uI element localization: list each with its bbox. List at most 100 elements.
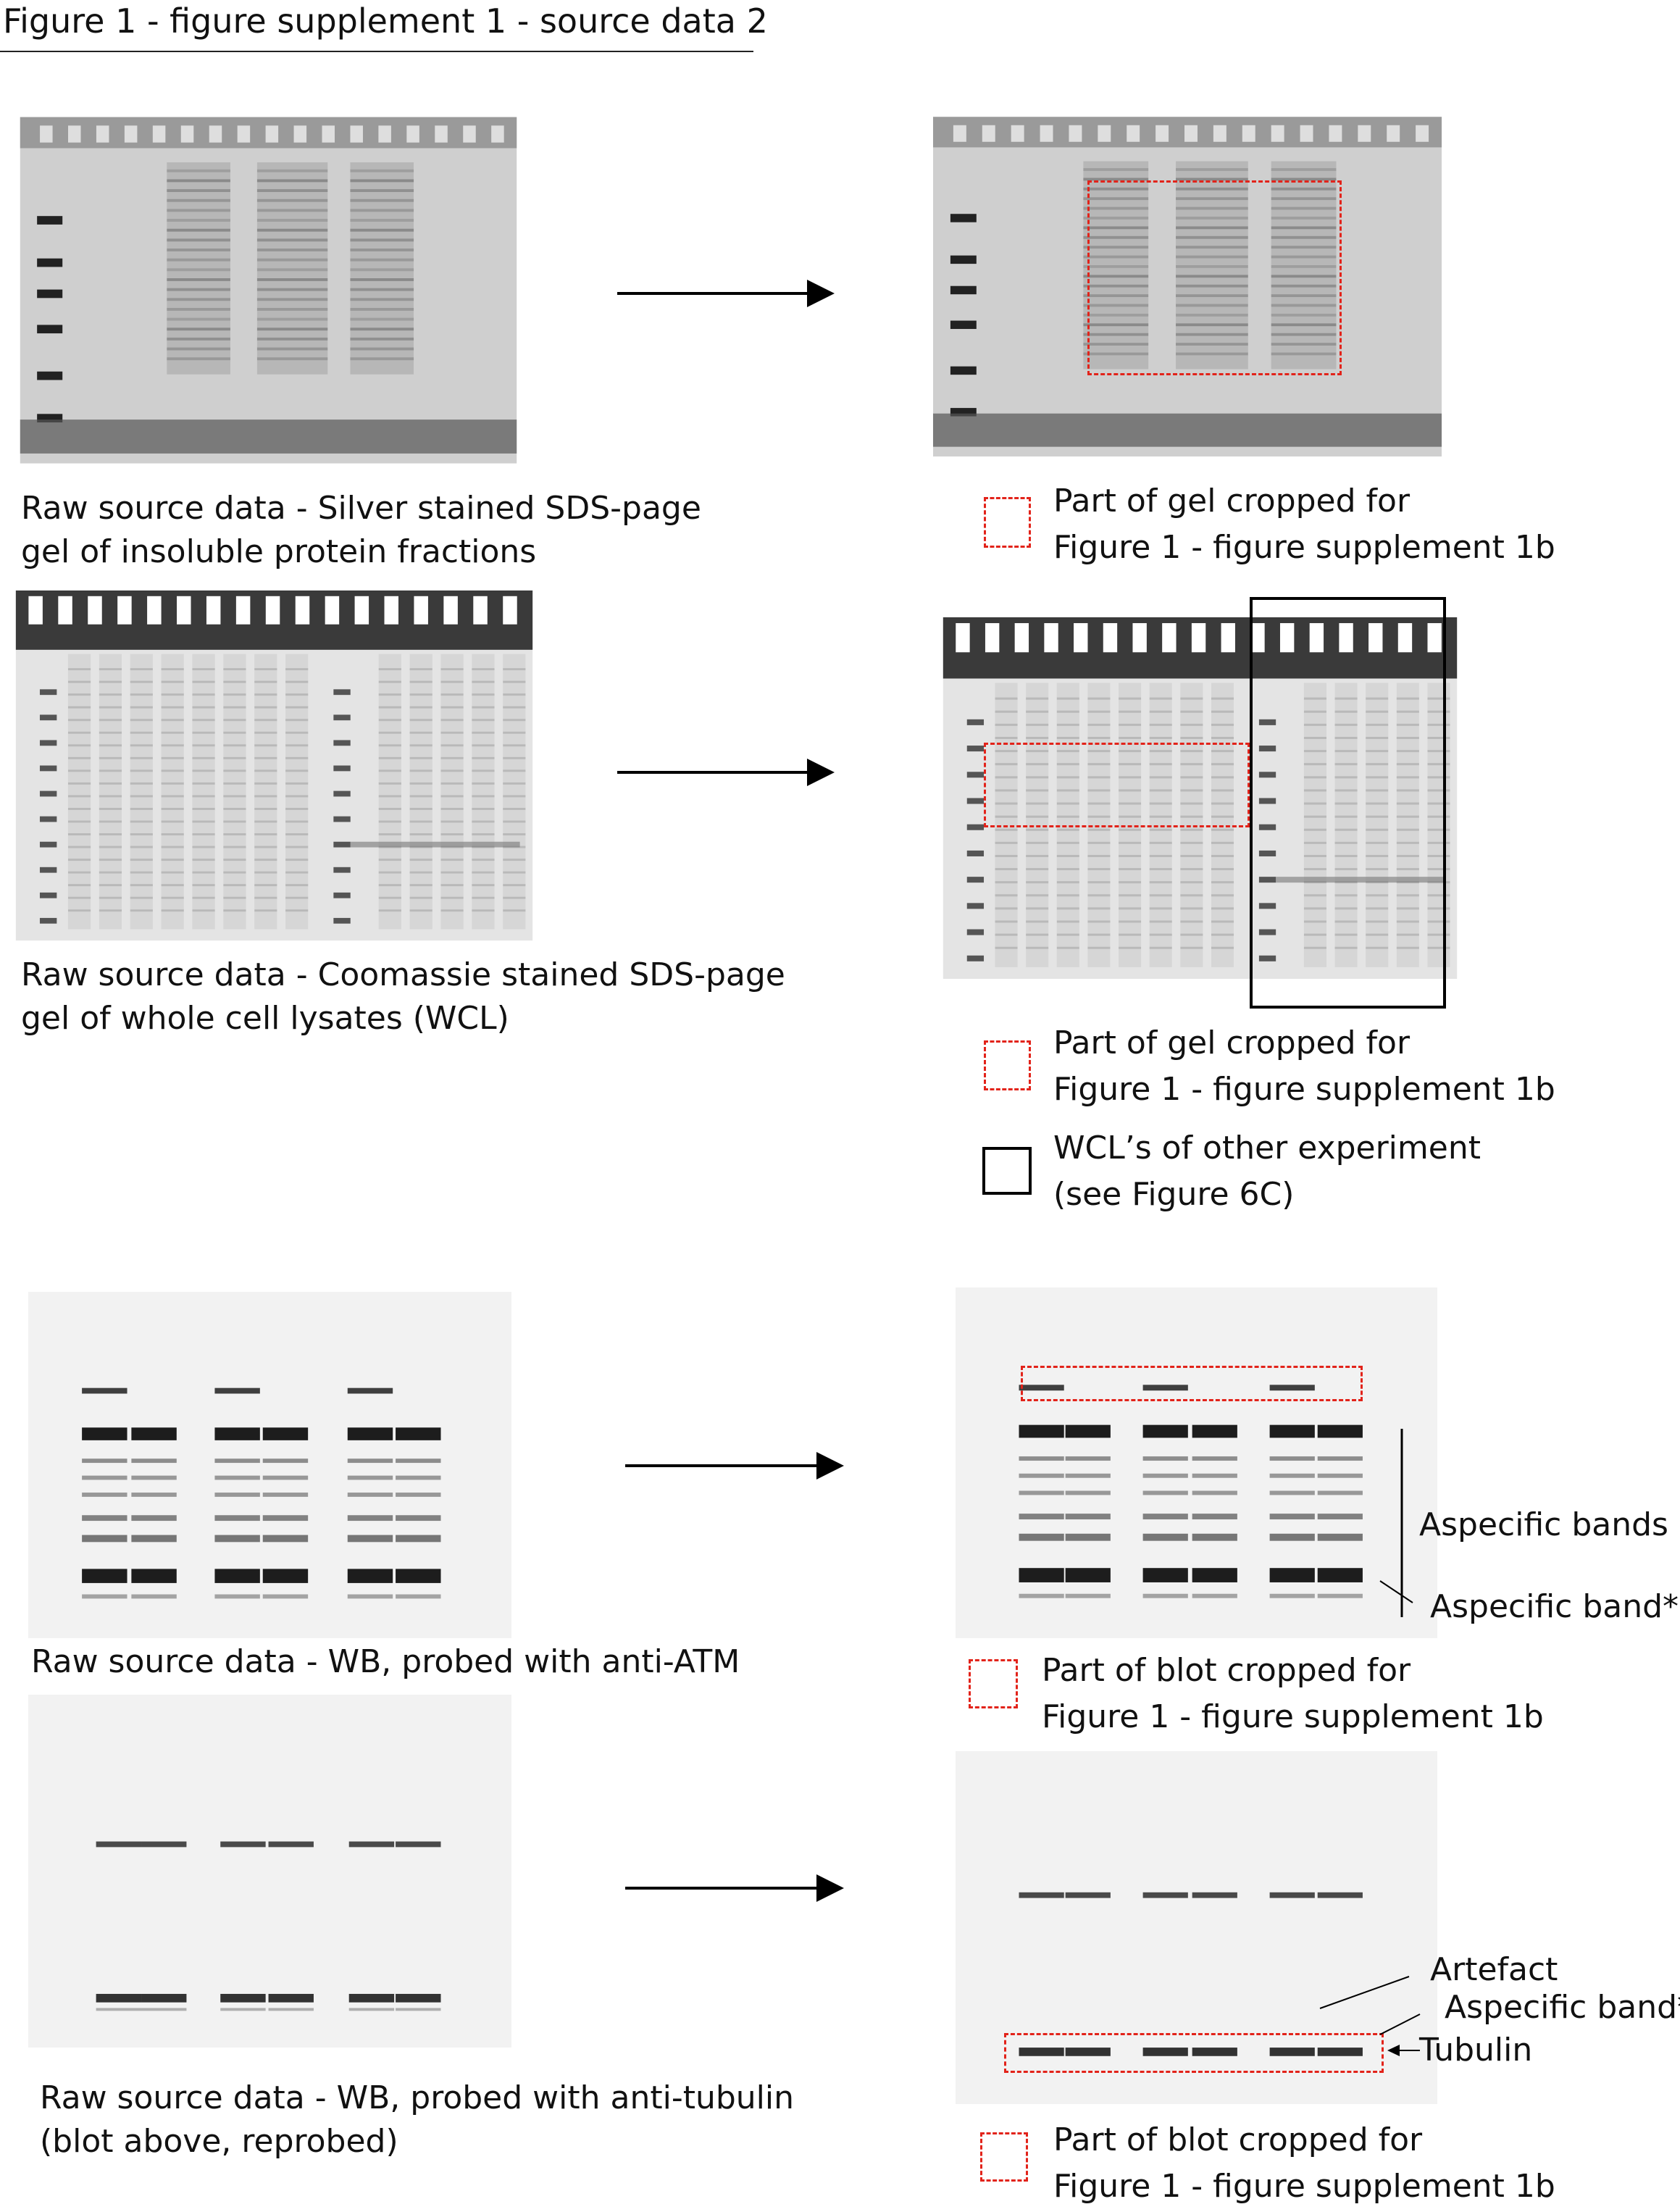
protein-band <box>67 706 91 709</box>
protein-band <box>1211 907 1234 910</box>
protein-band <box>1303 723 1326 726</box>
protein-band <box>99 833 122 835</box>
protein-band <box>254 871 277 874</box>
blot-band <box>214 1387 260 1394</box>
ladder-band <box>39 740 57 746</box>
silver-caption-line2: gel of insoluble protein fractions <box>21 533 537 570</box>
protein-band <box>472 909 495 912</box>
blot-band <box>82 1569 128 1583</box>
protein-band <box>503 820 526 823</box>
protein-band <box>1119 920 1142 923</box>
protein-band <box>256 238 328 242</box>
protein-band <box>285 782 309 785</box>
protein-band <box>1056 828 1079 831</box>
blot-band <box>262 1493 309 1497</box>
protein-band <box>350 228 414 232</box>
protein-band <box>1427 697 1450 700</box>
protein-band <box>1271 217 1337 220</box>
protein-band <box>99 807 122 810</box>
blot-band <box>396 1841 441 1848</box>
protein-band <box>1176 343 1248 346</box>
gel-well <box>1309 623 1324 653</box>
protein-band <box>1211 933 1234 936</box>
protein-band <box>1211 789 1234 792</box>
arrowhead-icon <box>1387 2045 1400 2056</box>
protein-band <box>1271 284 1337 288</box>
protein-band <box>285 871 309 874</box>
protein-band <box>1083 313 1149 317</box>
protein-band <box>1303 907 1326 910</box>
protein-band <box>1427 763 1450 766</box>
protein-band <box>409 668 432 671</box>
gel-well <box>1368 623 1383 653</box>
protein-band <box>503 896 526 899</box>
protein-band <box>1271 168 1337 171</box>
blot-band <box>268 1841 314 1848</box>
protein-band <box>223 909 246 912</box>
protein-band <box>285 706 309 709</box>
wb-tubulin-legend-line2: Figure 1 - figure supplement 1b <box>1053 2168 1555 2205</box>
gel-well <box>206 596 221 625</box>
protein-band <box>256 298 328 301</box>
protein-band <box>1119 697 1142 700</box>
protein-band <box>472 795 495 798</box>
protein-band <box>161 807 184 810</box>
protein-band <box>1271 187 1337 191</box>
protein-band <box>1427 750 1450 753</box>
gel-well <box>96 125 109 143</box>
protein-band <box>99 859 122 861</box>
protein-band <box>161 795 184 798</box>
protein-band <box>1366 828 1389 831</box>
protein-band <box>472 744 495 747</box>
gel-well <box>1044 623 1058 653</box>
protein-band <box>256 228 328 232</box>
protein-band <box>472 769 495 772</box>
protein-band <box>1119 907 1142 910</box>
title-underline <box>0 51 753 52</box>
ladder-band <box>333 689 351 696</box>
protein-band <box>167 189 230 193</box>
blot-band <box>141 2008 187 2011</box>
protein-band <box>1119 933 1142 936</box>
blot-band <box>1142 1533 1188 1541</box>
protein-band <box>1056 946 1079 949</box>
blot-band <box>396 2008 441 2011</box>
protein-band <box>378 909 401 912</box>
protein-band <box>1056 697 1079 700</box>
blot-band <box>1142 1568 1188 1582</box>
protein-band <box>254 769 277 772</box>
protein-band <box>1087 763 1111 766</box>
protein-band <box>99 668 122 671</box>
protein-band <box>254 680 277 683</box>
blot-band <box>1065 1568 1111 1582</box>
blot-band <box>268 2008 314 2011</box>
protein-band <box>1211 776 1234 779</box>
protein-band <box>285 744 309 747</box>
gel-well <box>180 125 194 143</box>
protein-band <box>256 179 328 183</box>
blot-band <box>396 1993 441 2003</box>
protein-band <box>192 744 215 747</box>
blot-band <box>347 1515 393 1522</box>
protein-band <box>1271 255 1337 259</box>
ladder-band <box>950 366 977 375</box>
protein-band <box>1180 907 1203 910</box>
protein-band <box>167 238 230 242</box>
blot-band <box>1019 1490 1064 1495</box>
blot-band <box>82 1515 128 1522</box>
protein-band <box>440 731 464 734</box>
protein-band <box>1119 854 1142 857</box>
protein-band <box>472 859 495 861</box>
protein-band <box>1334 710 1358 713</box>
legend-red-dashed-square <box>969 1659 1018 1708</box>
protein-band <box>1180 815 1203 818</box>
blot-band <box>1019 1568 1064 1582</box>
protein-band <box>995 828 1018 831</box>
protein-band <box>350 209 414 212</box>
lane <box>1396 683 1419 967</box>
protein-band <box>130 909 153 912</box>
protein-band <box>1176 333 1248 336</box>
protein-band <box>472 871 495 874</box>
protein-band <box>1176 178 1248 181</box>
gel-well <box>503 596 517 625</box>
